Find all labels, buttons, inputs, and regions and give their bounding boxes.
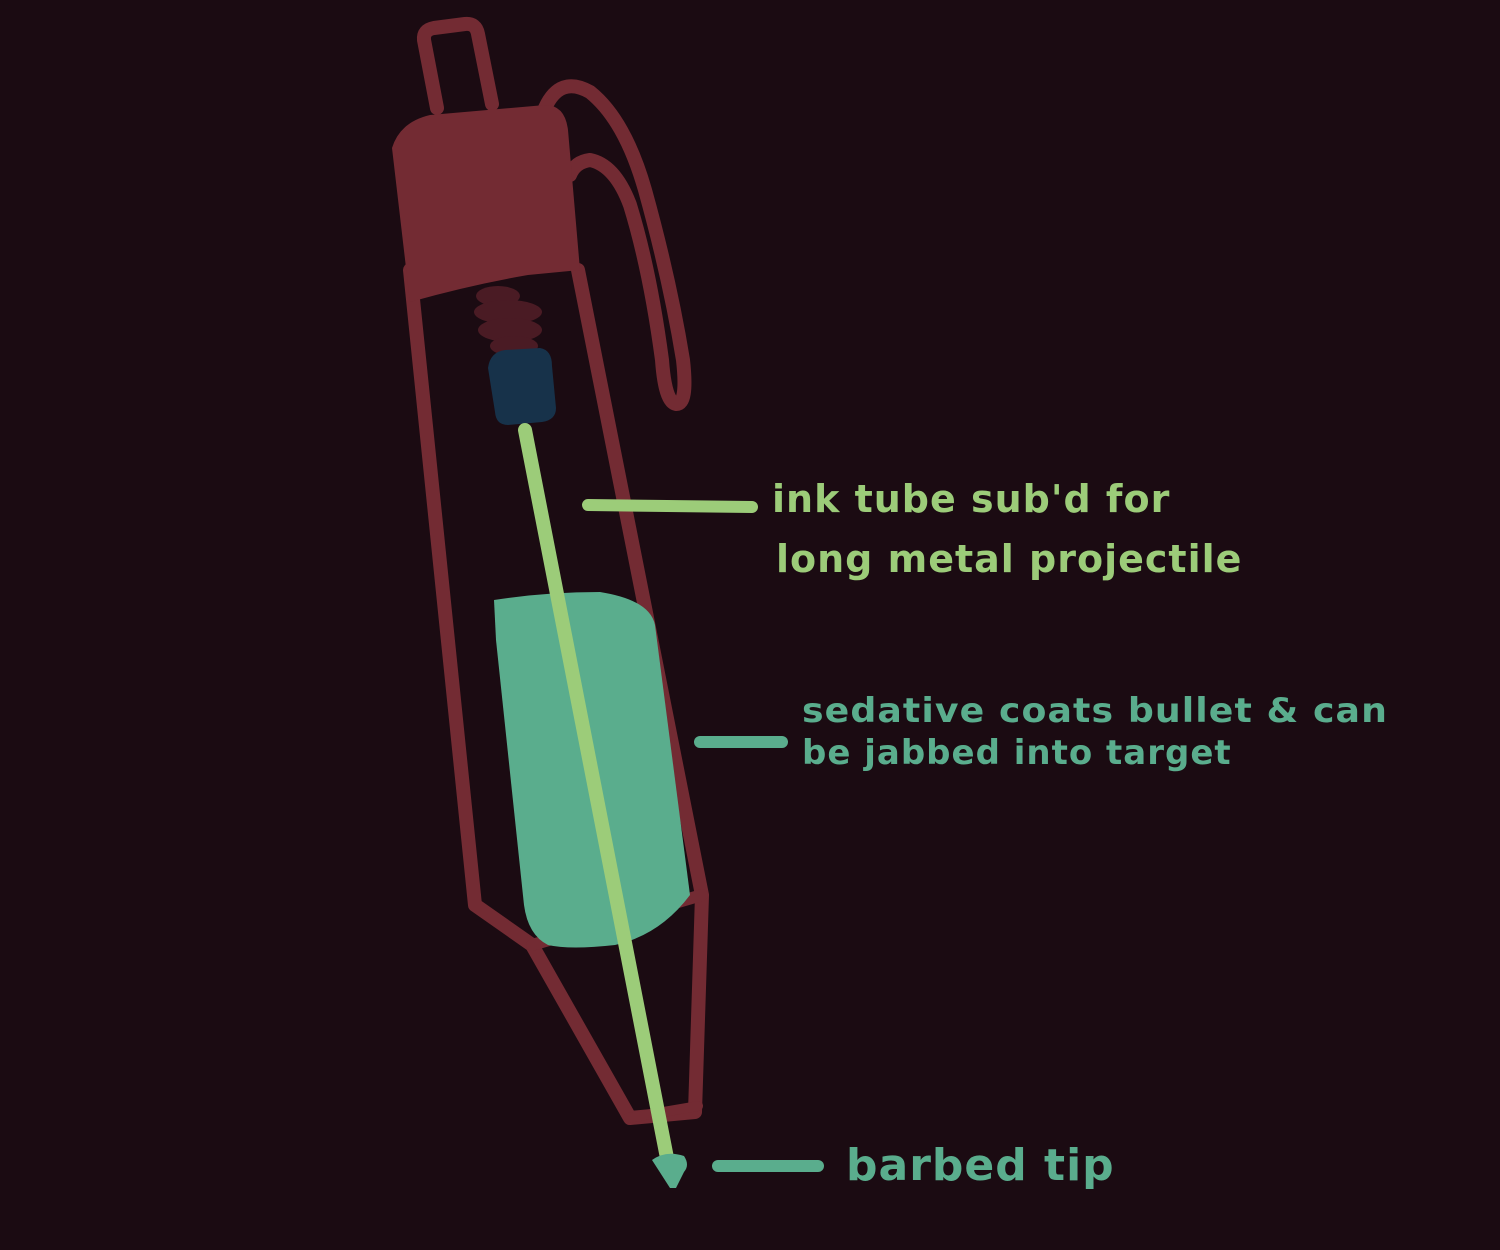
pen-cap xyxy=(392,105,580,302)
label-ink-tube-line1: ink tube sub'd for xyxy=(772,477,1170,521)
label-ink-tube-line2: long metal projectile xyxy=(776,537,1242,581)
label-sedative-line2: be jabbed into target xyxy=(802,733,1232,773)
plunger-cap xyxy=(488,348,556,425)
label-barbed-tip: barbed tip xyxy=(846,1140,1115,1191)
label-sedative-line1: sedative coats bullet & can xyxy=(802,691,1388,731)
leader-line-ink-tube xyxy=(588,505,752,507)
